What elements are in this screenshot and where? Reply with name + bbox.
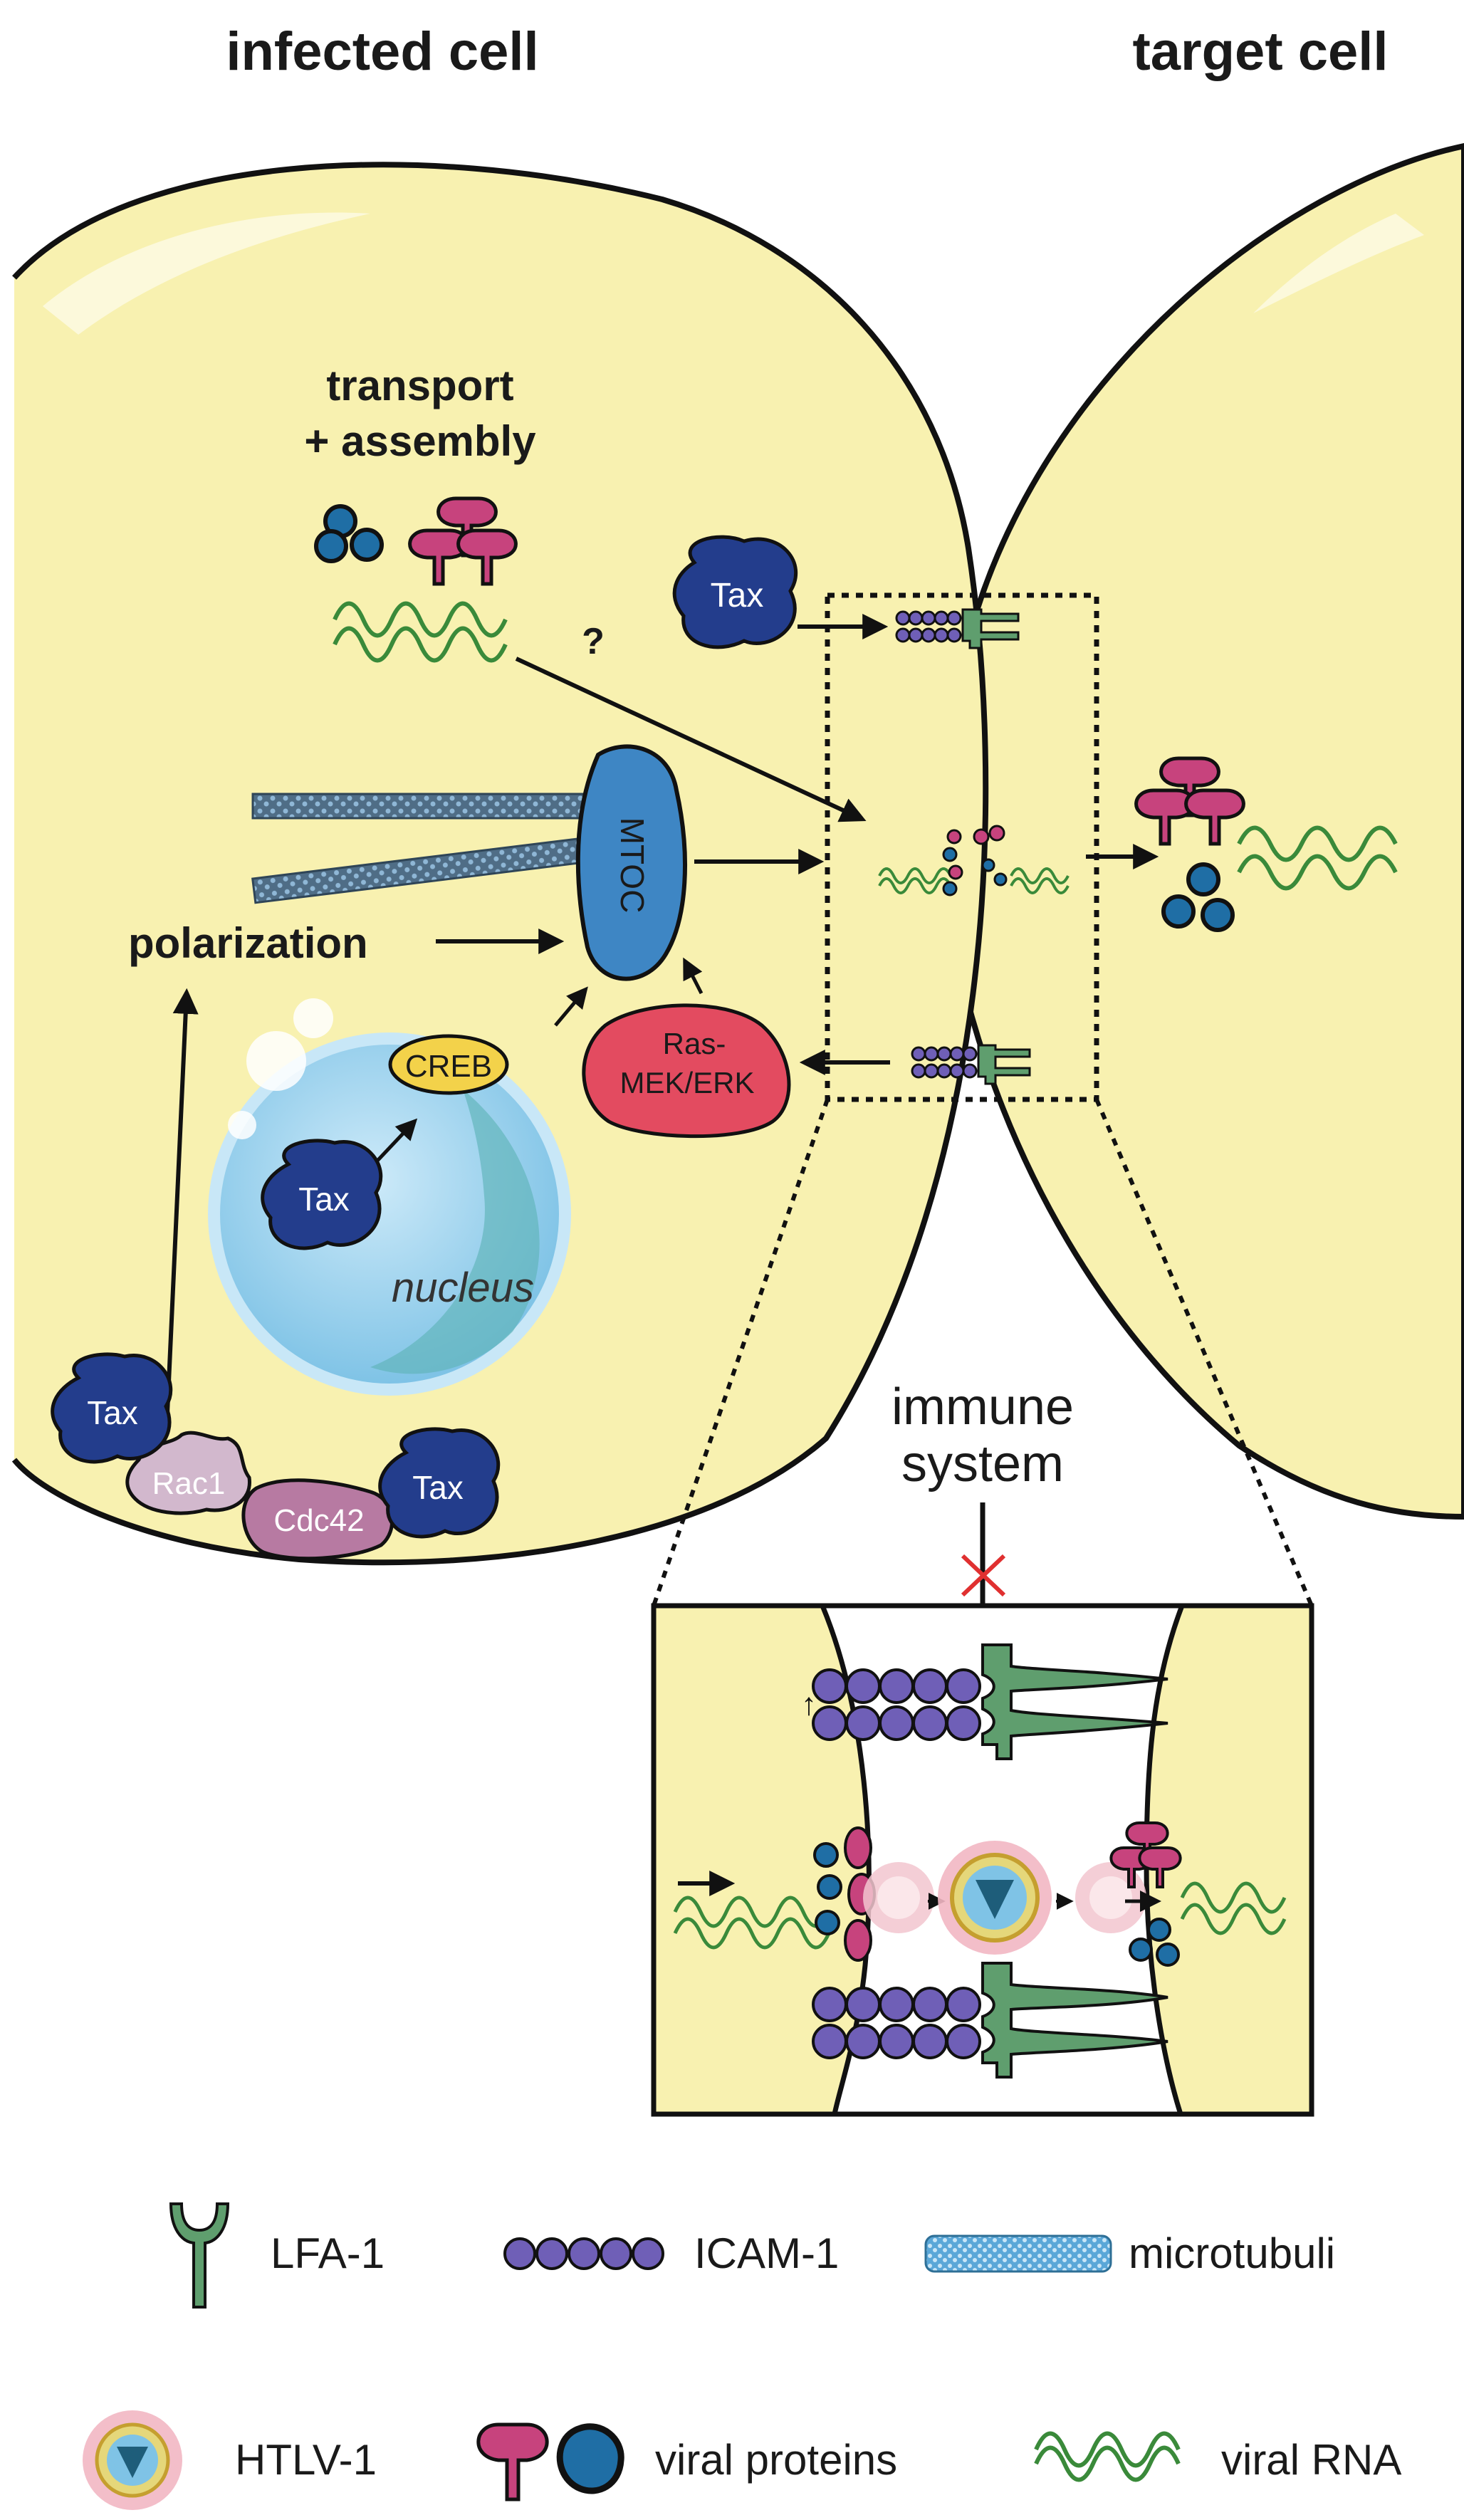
legend-viral-protein-pink-icon [476,2422,549,2501]
tax-protein-right: Tax [378,1427,501,1539]
icam-lfa-lower-small [911,1044,1031,1085]
htlv1-virion-budding [863,1862,934,1933]
creb: CREB [388,1034,509,1095]
legend: LFA-1 ICAM-1 microtubuli HTLV-1 viral pr… [83,2202,1401,2510]
zoom-target-proteins [1129,1918,1180,1967]
immune-label-line2: system [901,1436,1064,1492]
tax-label-nucleus: Tax [298,1181,350,1218]
ras-mek-erk: Ras- MEK/ERK [582,1003,791,1139]
rac1-label: Rac1 [152,1466,226,1501]
legend-microtubuli-label: microtubuli [1129,2229,1335,2277]
cdc42: Cdc42 [241,1478,394,1561]
immune-label-line1: immune [892,1379,1074,1436]
legend-icam1-label: ICAM-1 [694,2229,839,2277]
legend-lfa1-icon [169,2202,230,2309]
tax-protein-left: Tax [51,1352,173,1464]
legend-htlv1-label: HTLV-1 [235,2436,377,2484]
viral-protein-cluster [314,504,384,563]
mtoc: MTOC [575,744,687,981]
transport-label-line2: + assembly [304,417,536,465]
zoom-connector-right [1094,1098,1314,1607]
tax-to-creb-arrow [376,1118,418,1162]
polarization-label: polarization [128,919,368,967]
upregulation-arrow: ↑ [801,1687,817,1722]
icam-lfa-upper-large: ↑ [801,1643,1168,1760]
mtoc-label: MTOC [614,817,651,914]
ras-label-line1: Ras- [663,1027,726,1060]
tax-label-top: Tax [711,577,764,615]
legend-lfa1-label: LFA-1 [271,2229,385,2277]
zoom-target-glycoproteins [1109,1821,1182,1888]
synapse-transfer-small [878,825,1070,896]
zoom-connector-left [652,1099,830,1606]
cell-highlight [43,212,370,335]
target-viral-rna [1237,825,1398,891]
legend-htlv1-icon [83,2410,182,2510]
rac-to-polarization-arrow [165,988,199,1414]
question-mark: ? [582,621,605,662]
legend-viral-protein-blue-icon [556,2423,624,2494]
legend-viral-proteins-label: viral proteins [655,2436,897,2484]
legend-viral-rna-label: viral RNA [1221,2436,1401,2484]
ras-label-line2: MEK/ERK [619,1066,754,1099]
target-cell-highlight [1253,214,1424,313]
target-viral-proteins [1161,862,1235,932]
zoom-viral-rna-left [673,1896,831,1950]
viral-rna-transport [333,601,508,663]
tax-protein-top: Tax [672,535,798,649]
zoom-viral-rna-right [1180,1881,1287,1935]
icam-lfa-lower-large [812,1962,1168,2079]
target-glycoproteins [1134,756,1245,846]
cdc42-label: Cdc42 [273,1503,364,1538]
nucleus: nucleus [208,998,571,1396]
rac1: Rac1 [125,1431,251,1515]
htlv1-virion-mature [938,1841,1052,1955]
legend-icam1-icon [503,2237,664,2270]
legend-viral-rna-icon [1034,2431,1181,2482]
viral-glycoprotein-cluster [408,496,518,586]
nucleus-to-mtoc-arrow [554,986,588,1027]
immune-block-x [961,1554,1006,1597]
tax-label-right: Tax [412,1469,464,1506]
infected-cell-title: infected cell [226,21,538,82]
nucleus-label: nucleus [392,1265,534,1311]
ras-to-mtoc-arrow [683,957,704,995]
tax-protein-nucleus: Tax [261,1139,383,1250]
tax-label-left: Tax [87,1394,138,1431]
icam-lfa-upper-small [895,608,1020,649]
transport-arrow [515,657,867,822]
legend-microtubuli-icon [924,2234,1112,2273]
creb-label: CREB [405,1049,492,1084]
target-cell-title: target cell [1132,21,1388,82]
synapse-zoom-box [825,592,1099,1102]
transport-label-line1: transport [326,362,513,409]
zoom-panel: ↑ [651,1603,1314,2117]
